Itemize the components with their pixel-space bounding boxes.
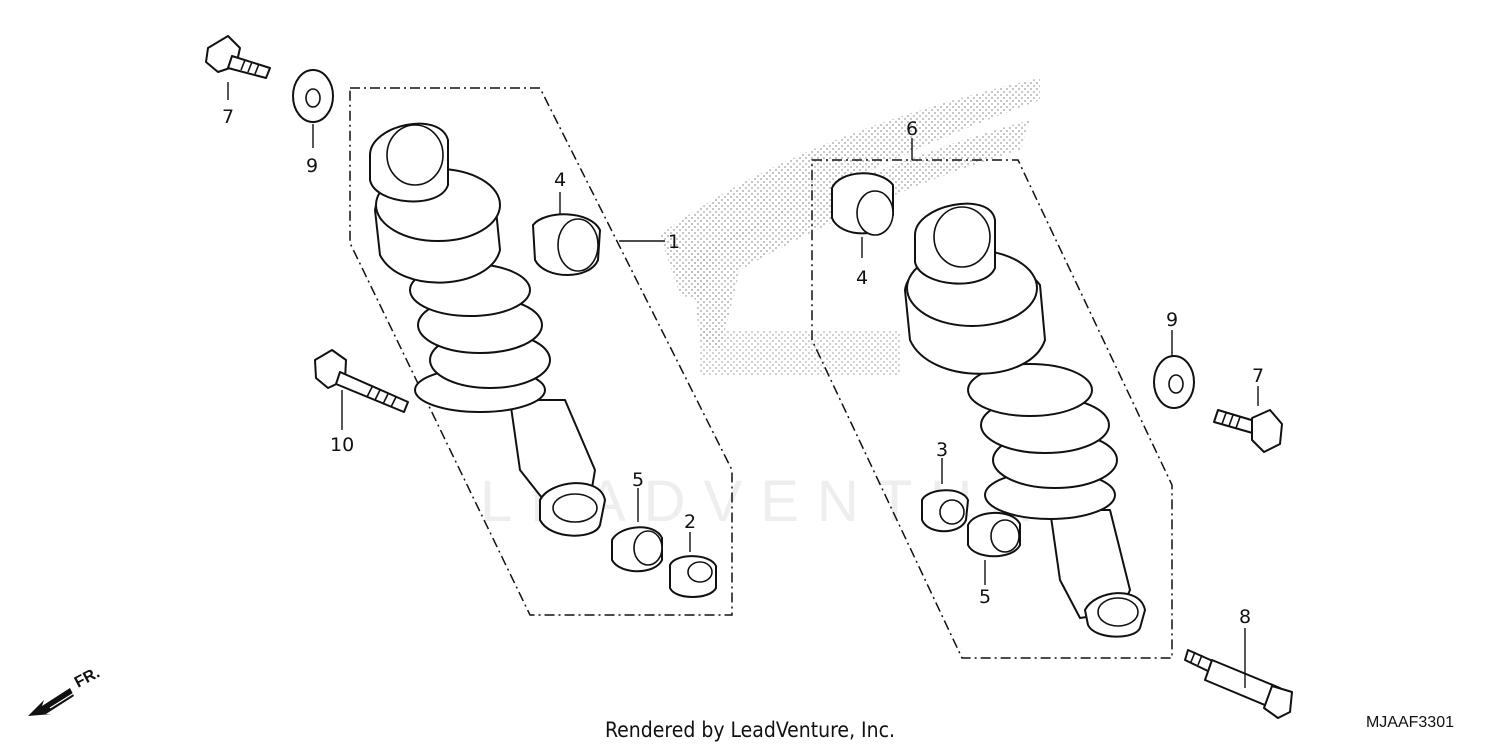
callout-8: 8: [1239, 606, 1251, 628]
callout-10: 10: [330, 434, 354, 456]
left-lower-collar[interactable]: [669, 555, 717, 598]
right-flange-bolt-small[interactable]: [1213, 409, 1283, 453]
front-label: FR.: [72, 666, 103, 692]
render-credit: Rendered by LeadVenture, Inc.: [605, 718, 895, 742]
front-direction-marker: FR.: [28, 666, 103, 716]
callout-7-left: 7: [222, 106, 234, 128]
right-shock-absorber[interactable]: [904, 202, 1146, 638]
callout-9-right: 9: [1166, 309, 1178, 331]
right-lower-collar[interactable]: [921, 489, 969, 533]
callout-1: 1: [668, 231, 680, 253]
diagram-code: MJAAF3301: [1365, 714, 1454, 731]
callout-7-right: 7: [1252, 365, 1264, 387]
callout-5-left: 5: [632, 469, 644, 491]
callout-4-left: 4: [554, 169, 566, 191]
left-flange-bolt-long[interactable]: [314, 349, 409, 413]
left-assembly-outline: [349, 87, 733, 616]
front-arrow-icon: [28, 688, 77, 716]
callout-leaders: [227, 82, 1259, 688]
left-lower-bushing[interactable]: [611, 526, 663, 573]
stud-bolt[interactable]: [1184, 649, 1293, 719]
right-upper-bushing[interactable]: [831, 172, 894, 236]
left-shock-absorber[interactable]: [369, 122, 606, 537]
right-lower-bushing[interactable]: [967, 511, 1021, 558]
callout-6: 6: [906, 118, 918, 140]
callout-2: 2: [684, 511, 696, 533]
callout-3: 3: [936, 439, 948, 461]
left-washer[interactable]: [292, 69, 334, 123]
callout-9-left: 9: [306, 155, 318, 177]
right-washer[interactable]: [1153, 355, 1195, 409]
honda-wing-watermark: [660, 78, 1040, 375]
left-upper-bushing[interactable]: [532, 213, 601, 276]
left-flange-bolt-small[interactable]: [205, 35, 271, 79]
right-assembly-outline: [811, 159, 1173, 659]
callout-4-right: 4: [856, 267, 868, 289]
callout-5-right: 5: [979, 586, 991, 608]
